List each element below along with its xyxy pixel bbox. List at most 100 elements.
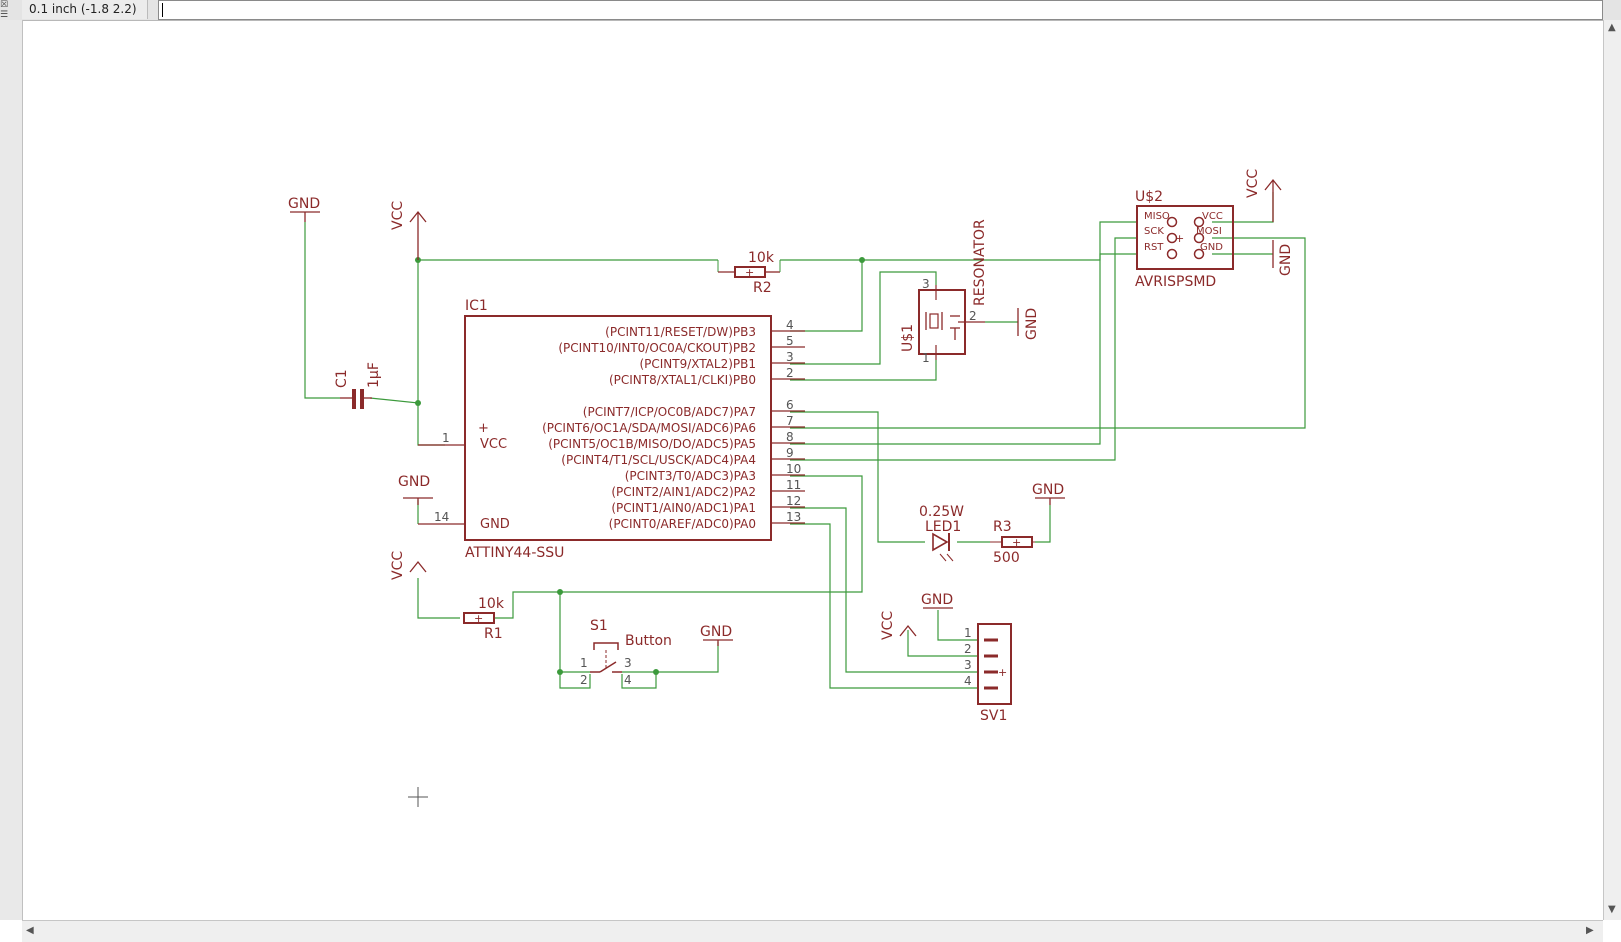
r3-value: 500: [993, 550, 1020, 566]
u2-avrisp-symbol[interactable]: U$2 AVRISPSMD MISO SCK RST VCC MOSI GND …: [1135, 189, 1234, 290]
ic1-pin-number: 12: [786, 494, 801, 508]
svg-text:3: 3: [922, 277, 930, 291]
ic1-pin-label: (PCINT1/AIN0/ADC1)PA1: [611, 501, 756, 515]
ic1-pin-label: (PCINT8/XTAL1/CLKI)PB0: [609, 373, 756, 387]
ic1-pin-label: (PCINT2/AIN1/ADC2)PA2: [611, 485, 756, 499]
u2-name: U$2: [1135, 189, 1163, 205]
ic1-pin-label: (PCINT0/AREF/ADC0)PA0: [609, 517, 756, 531]
scroll-up-icon[interactable]: ▲: [1608, 22, 1616, 33]
s1-button-symbol[interactable]: S1 Button 1 2 3 4: [580, 618, 672, 687]
ic1-gnd-pin: GND: [480, 517, 510, 532]
ic1-pin-number: 9: [786, 446, 794, 460]
led1-symbol[interactable]: 0.25W LED1: [919, 504, 964, 562]
svg-text:GND: GND: [1200, 242, 1223, 253]
r1-value: 10k: [478, 596, 505, 612]
svg-text:1: 1: [580, 656, 588, 670]
ic1-pin-number: 2: [786, 366, 794, 380]
svg-text:+: +: [745, 266, 754, 279]
ic1-pin-label: (PCINT4/T1/SCL/USCK/ADC4)PA4: [561, 453, 756, 467]
svg-text:1: 1: [922, 351, 930, 365]
ic1-name: IC1: [465, 298, 488, 314]
svg-text:VCC: VCC: [1202, 211, 1223, 222]
ic1-pin-number: 8: [786, 430, 794, 444]
c1-symbol[interactable]: C1 1µF: [334, 362, 382, 409]
ic1-pin-number: 3: [786, 350, 794, 364]
ic1-pin-label: (PCINT10/INT0/OC0A/CKOUT)PB2: [558, 341, 756, 355]
svg-text:MISO: MISO: [1144, 211, 1170, 222]
ic1-pin-label: (PCINT3/T0/ADC3)PA3: [625, 469, 756, 483]
toolbar: ☒☰ 0.1 inch (-1.8 2.2): [0, 0, 1621, 21]
ic1-symbol[interactable]: IC1 ATTINY44-SSU VCC GND + 1 14 (PCINT11…: [418, 298, 805, 561]
junctions: [415, 257, 865, 675]
crosshair-cursor-icon: [408, 787, 428, 807]
led1-name: LED1: [925, 519, 961, 535]
command-input[interactable]: [158, 0, 1603, 20]
vcc-label: VCC: [390, 551, 406, 580]
supply-symbols: [290, 178, 1282, 646]
ic1-pin-number: 11: [786, 478, 801, 492]
r2-symbol[interactable]: + 10k R2: [717, 250, 781, 296]
gnd-label: GND: [398, 474, 430, 490]
u1-name: U$1: [900, 324, 916, 352]
svg-text:+: +: [474, 612, 483, 625]
gnd-label: GND: [700, 624, 732, 640]
svg-text:1: 1: [964, 626, 972, 640]
nets: [304, 192, 1306, 689]
c1-value: 1µF: [366, 362, 382, 388]
scroll-down-icon[interactable]: ▼: [1608, 904, 1616, 915]
ic1-pin-number: 5: [786, 334, 794, 348]
svg-text:3: 3: [964, 658, 972, 672]
u1-resonator-symbol[interactable]: 3 1 2 U$1 RESONATOR: [900, 219, 988, 365]
ic1-pin-number: 10: [786, 462, 801, 476]
gnd-label: GND: [1278, 244, 1294, 276]
gnd-label: GND: [1024, 308, 1040, 340]
ic1-value: ATTINY44-SSU: [465, 545, 564, 561]
gnd-label: GND: [1032, 482, 1064, 498]
vcc-label: VCC: [390, 201, 406, 230]
svg-text:+: +: [1175, 232, 1184, 245]
r2-name: R2: [753, 280, 772, 296]
ic1-pin-number: 4: [786, 318, 794, 332]
c1-name: C1: [334, 369, 350, 388]
svg-text:RST: RST: [1144, 242, 1164, 253]
led1-value: 0.25W: [919, 504, 964, 520]
ic1-pin-number: 6: [786, 398, 794, 412]
vcc-label: VCC: [880, 611, 896, 640]
svg-text:+: +: [1012, 536, 1021, 549]
r3-symbol[interactable]: + R3 500: [990, 519, 1035, 566]
svg-text:14: 14: [434, 510, 449, 524]
u2-value: AVRISPSMD: [1135, 274, 1216, 290]
ic1-pin-number: 7: [786, 414, 794, 428]
horizontal-scrollbar[interactable]: ◀ ▶: [22, 920, 1603, 942]
scroll-left-icon[interactable]: ◀: [26, 925, 34, 936]
vcc-label: VCC: [1245, 169, 1261, 198]
s1-name: S1: [590, 618, 608, 634]
svg-text:3: 3: [624, 656, 632, 670]
vertical-scrollbar[interactable]: ▲ ▼: [1603, 20, 1621, 920]
svg-text:2: 2: [964, 642, 972, 656]
r2-value: 10k: [748, 250, 775, 266]
ic1-pin-label: (PCINT11/RESET/DW)PB3: [605, 325, 756, 339]
svg-text:2: 2: [969, 309, 977, 323]
svg-text:4: 4: [624, 673, 632, 687]
u1-value: RESONATOR: [972, 219, 988, 306]
sv1-header-symbol[interactable]: + 1 2 3 4 SV1: [964, 623, 1012, 724]
ic1-pin-number: 13: [786, 510, 801, 524]
s1-value: Button: [625, 633, 672, 649]
schematic-canvas[interactable]: GND GND GND GND GND GND GND VCC VCC VCC …: [22, 20, 1603, 920]
text-caret: [162, 3, 163, 17]
r1-symbol[interactable]: + 10k R1: [463, 596, 505, 642]
svg-text:MOSI: MOSI: [1196, 226, 1222, 237]
ic1-pin-label: (PCINT7/ICP/OC0B/ADC7)PA7: [583, 405, 756, 419]
scroll-right-icon[interactable]: ▶: [1586, 925, 1594, 936]
supply-labels: GND GND GND GND GND GND GND VCC VCC VCC …: [288, 169, 1294, 640]
close-icon[interactable]: ☒☰: [0, 0, 9, 20]
r3-name: R3: [993, 519, 1012, 535]
ic1-pin-label: (PCINT6/OC1A/SDA/MOSI/ADC6)PA6: [542, 421, 756, 435]
sv1-name: SV1: [980, 708, 1007, 724]
svg-text:4: 4: [964, 674, 972, 688]
ic1-pin-label: (PCINT5/OC1B/MISO/DO/ADC5)PA5: [548, 437, 756, 451]
svg-text:+: +: [998, 666, 1007, 679]
gnd-label: GND: [921, 592, 953, 608]
ic1-pin-label: (PCINT9/XTAL2)PB1: [639, 357, 756, 371]
